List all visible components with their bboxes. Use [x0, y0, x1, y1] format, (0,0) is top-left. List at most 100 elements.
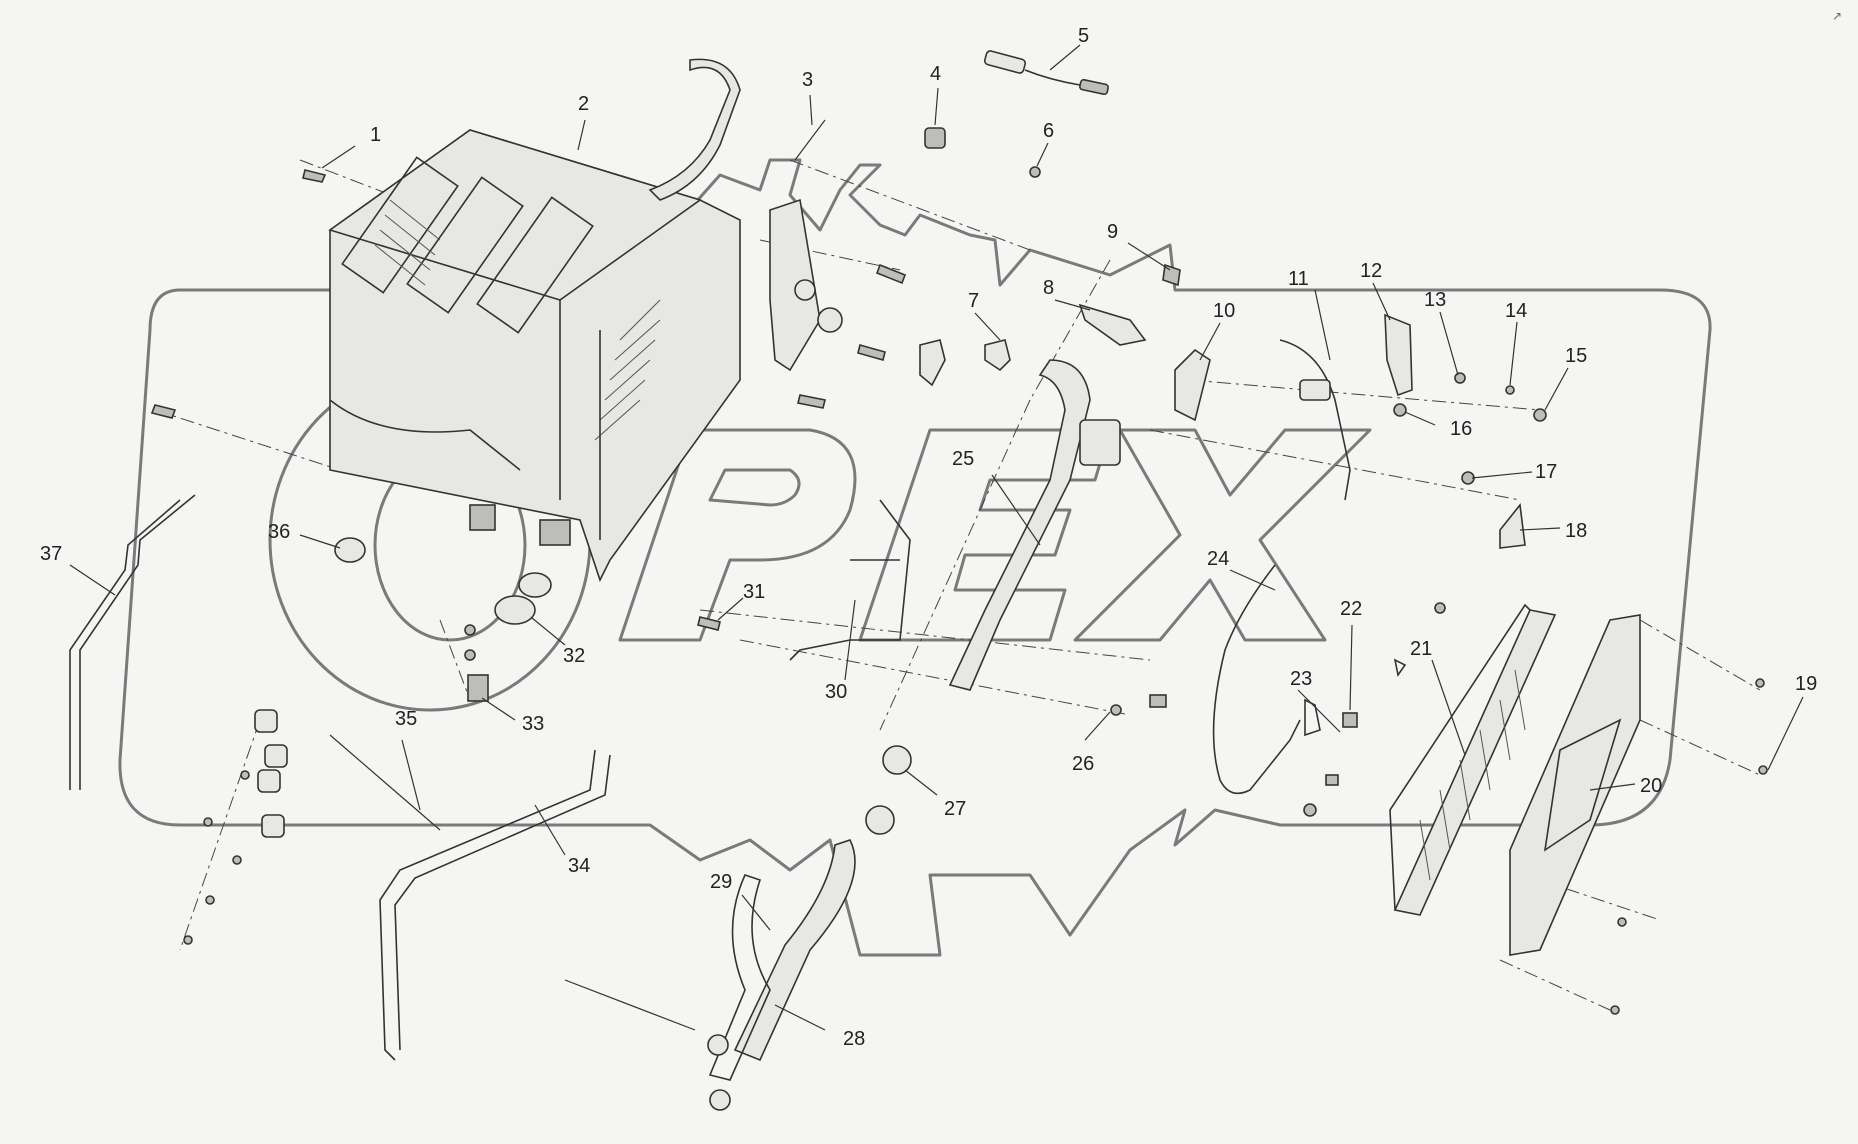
callout-6: 6 — [1043, 120, 1054, 142]
callout-36: 36 — [268, 521, 290, 543]
callout-18: 18 — [1565, 520, 1587, 542]
callout-25: 25 — [952, 448, 974, 470]
hose-28 — [733, 839, 856, 1062]
callout-22: 22 — [1340, 598, 1362, 620]
bolt-9 — [1162, 263, 1181, 287]
watermark-letters — [268, 368, 1372, 712]
filter-cover-20 — [1509, 614, 1641, 956]
bolt-left — [150, 404, 177, 419]
clip-r7 — [1325, 774, 1339, 786]
callout-27: 27 — [944, 798, 966, 820]
callout-24: 24 — [1207, 548, 1229, 570]
nut-15 — [1533, 408, 1547, 422]
nut-6 — [1029, 166, 1041, 178]
callout-3: 3 — [802, 69, 813, 91]
callout-15: 15 — [1565, 345, 1587, 367]
callout-16: 16 — [1450, 418, 1472, 440]
hose-end-28 — [707, 1034, 729, 1056]
callout-7: 7 — [968, 290, 979, 312]
callout-30: 30 — [825, 681, 847, 703]
hose-end-29 — [709, 1089, 731, 1111]
clip-7b — [984, 339, 1011, 372]
callout-labels: 1 2 3 4 5 6 7 8 9 10 11 12 13 14 15 16 1… — [40, 25, 1817, 1050]
bracket-12 — [1384, 313, 1413, 397]
callout-34: 34 — [568, 855, 590, 877]
clip-22 — [1342, 712, 1358, 728]
callout-17: 17 — [1535, 461, 1557, 483]
bolt-26 — [1110, 704, 1122, 716]
drain-hose-34 — [379, 749, 596, 1061]
cable-tie-35 — [329, 734, 441, 831]
bracket-10 — [1174, 348, 1211, 422]
plug-36 — [334, 537, 366, 563]
callout-11: 11 — [1288, 268, 1309, 290]
nut-14 — [1505, 385, 1515, 395]
screw-19b — [1758, 765, 1768, 775]
clip-r5 — [1393, 658, 1407, 677]
clip-set-left — [183, 709, 288, 945]
bolt-a — [875, 263, 907, 285]
callout-20: 20 — [1640, 775, 1662, 797]
upper-hose — [648, 58, 741, 201]
clamp-27b — [865, 805, 895, 835]
hose-24 — [1212, 564, 1301, 795]
bolt-b — [857, 344, 886, 361]
cable-tie-28 — [564, 979, 696, 1031]
pipe-fitting-11 — [1299, 379, 1331, 401]
callout-28: 28 — [843, 1028, 865, 1050]
hvac-housing — [328, 129, 741, 583]
callout-23: 23 — [1290, 668, 1312, 690]
callout-1: 1 — [370, 124, 381, 146]
bolt-1 — [302, 169, 327, 183]
callout-13: 13 — [1424, 289, 1446, 311]
callout-5: 5 — [1078, 25, 1089, 47]
callout-12: 12 — [1360, 260, 1382, 282]
clip-r6 — [1149, 694, 1167, 708]
grommet-32b — [518, 572, 552, 598]
bracket-18 — [1499, 503, 1526, 549]
corner-mark: ↗ — [1832, 9, 1842, 23]
nut-r2 — [1303, 803, 1317, 817]
clip-33 — [467, 674, 489, 702]
callout-37: 37 — [40, 543, 62, 565]
callout-26: 26 — [1072, 753, 1094, 775]
leader-lines — [69, 44, 1804, 1031]
callout-19: 19 — [1795, 673, 1817, 695]
callout-4: 4 — [930, 63, 941, 85]
hose-29 — [708, 874, 771, 1081]
callout-21: 21 — [1410, 638, 1432, 660]
bracket-30 — [789, 499, 911, 661]
pump-25 — [1079, 419, 1121, 466]
nut-16 — [1393, 403, 1407, 417]
sensor-cable-5 — [983, 50, 1109, 96]
callout-29: 29 — [710, 871, 732, 893]
callout-9: 9 — [1107, 221, 1118, 243]
callout-8: 8 — [1043, 277, 1054, 299]
callout-35: 35 — [395, 708, 417, 730]
bolt-31 — [697, 616, 721, 631]
callout-33: 33 — [522, 713, 544, 735]
watermark — [118, 158, 1712, 957]
callout-14: 14 — [1505, 300, 1527, 322]
bolt-c — [797, 394, 826, 409]
bracket-8 — [1078, 303, 1147, 346]
pipe-11 — [1279, 339, 1351, 501]
nut-r3 — [1617, 917, 1627, 927]
expansion-valve — [769, 198, 843, 372]
clamp-27a — [882, 745, 912, 775]
watermark-gear-outline — [118, 158, 1712, 957]
nut-r4 — [1610, 1005, 1620, 1015]
callout-10: 10 — [1213, 300, 1235, 322]
sensor-4 — [924, 127, 946, 149]
grommet-32 — [494, 595, 536, 625]
washer-13 — [1454, 372, 1466, 384]
drain-tube-37 — [69, 494, 196, 790]
callout-32: 32 — [563, 645, 585, 667]
screw-19a — [1755, 678, 1765, 688]
nut-r1 — [1434, 602, 1446, 614]
clip-7a — [919, 339, 946, 387]
strip-3 — [794, 119, 826, 161]
cabin-filter-21 — [1389, 603, 1557, 916]
callout-31: 31 — [743, 581, 765, 603]
callout-2: 2 — [578, 93, 589, 115]
